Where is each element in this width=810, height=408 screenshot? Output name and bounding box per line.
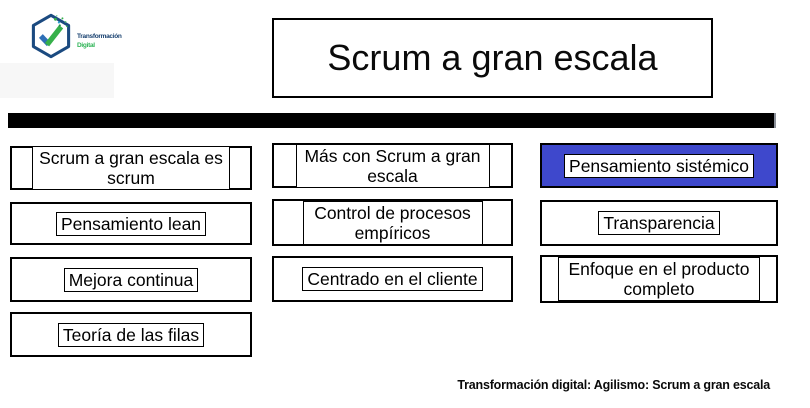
logo-background-panel [0, 63, 114, 98]
card-teoria-de-las-filas: Teoría de las filas [10, 312, 252, 357]
card-label: Scrum a gran escala es scrum [32, 146, 230, 190]
logo-hexagon-check-icon [31, 13, 71, 59]
card-centrado-en-el-cliente: Centrado en el cliente [272, 256, 513, 302]
card-label: Control de procesos empíricos [302, 200, 483, 245]
card-label: Más con Scrum a gran escala [295, 143, 490, 188]
card-pensamiento-lean: Pensamiento lean [10, 202, 252, 245]
card-label: Pensamiento lean [55, 211, 207, 236]
divider-bar [8, 113, 776, 128]
card-pensamiento-sistemico: Pensamiento sistémico [540, 143, 778, 188]
card-label: Centrado en el cliente [302, 267, 483, 291]
card-label: Teoría de las filas [57, 322, 205, 347]
card-mejora-continua: Mejora continua [10, 257, 252, 302]
card-mas-con-scrum: Más con Scrum a gran escala [272, 143, 513, 188]
card-scrum-es-scrum: Scrum a gran escala es scrum [10, 146, 252, 190]
card-control-procesos-empiricos: Control de procesos empíricos [272, 199, 513, 246]
logo-title: Transformación [77, 33, 122, 40]
title-box: Scrum a gran escala [272, 18, 713, 98]
card-enfoque-producto-completo: Enfoque en el producto completo [540, 255, 778, 303]
card-label: Transparencia [598, 211, 720, 235]
logo-subtitle: Digital [77, 42, 95, 49]
card-label: Mejora continua [63, 267, 199, 292]
page-title: Scrum a gran escala [327, 37, 658, 78]
card-label: Pensamiento sistémico [564, 153, 754, 178]
card-transparencia: Transparencia [540, 200, 778, 246]
logo-wordmark: Transformación Digital [77, 32, 122, 50]
footer-caption: Transformación digital: Agilismo: Scrum … [457, 378, 770, 392]
card-label: Enfoque en el producto completo [558, 257, 760, 301]
